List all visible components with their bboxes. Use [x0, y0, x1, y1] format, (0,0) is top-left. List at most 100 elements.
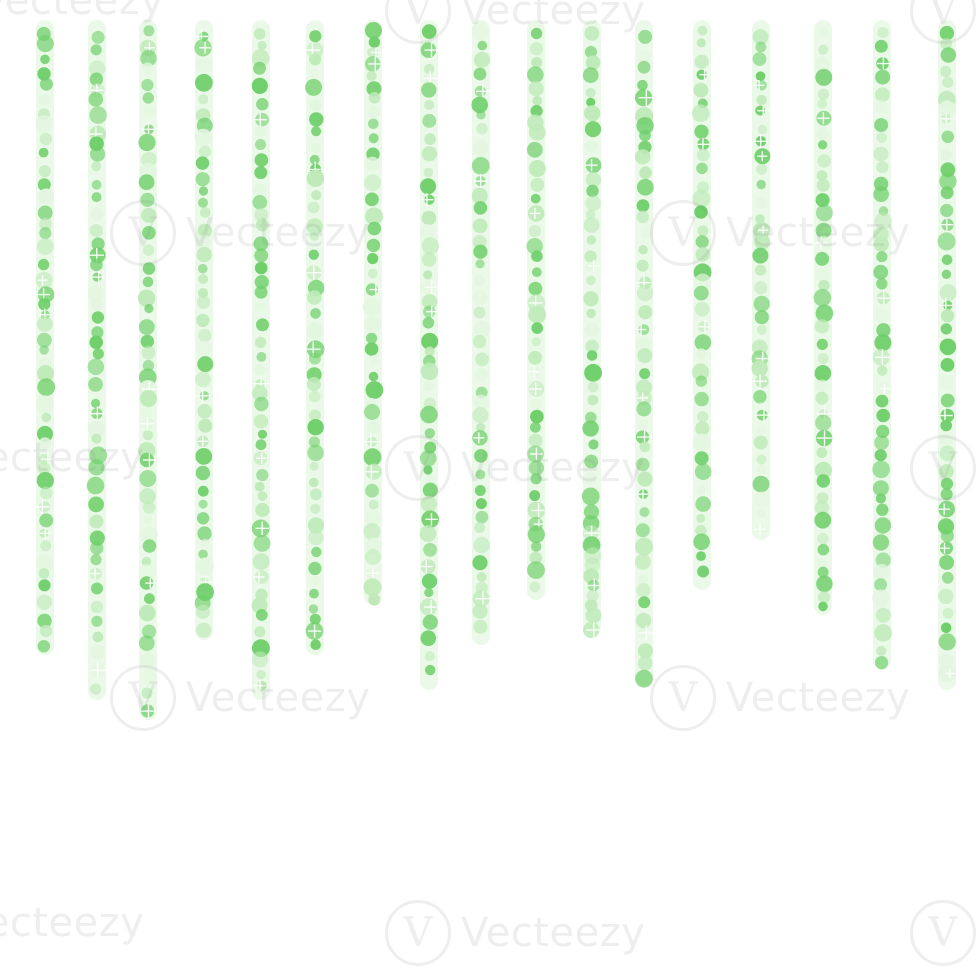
glitter-bead	[751, 360, 768, 377]
glitter-bead	[475, 352, 489, 367]
glitter-bead	[817, 566, 829, 578]
glitter-bead	[307, 201, 320, 214]
sparkle-icon	[39, 527, 52, 540]
sparkle-icon	[817, 112, 830, 125]
glitter-bead	[473, 244, 488, 259]
glitter-bead	[527, 66, 544, 83]
sparkle-icon	[877, 291, 891, 305]
sparkle-icon	[370, 47, 381, 58]
glitter-bead	[583, 217, 600, 234]
glitter-strand	[304, 20, 325, 655]
glitter-bead	[254, 396, 269, 412]
glitter-bead	[636, 178, 654, 196]
glitter-bead	[256, 98, 269, 111]
glitter-bead	[586, 350, 598, 361]
glitter-bead	[253, 414, 269, 429]
glitter-bead	[635, 149, 651, 165]
glitter-bead	[529, 123, 546, 141]
glitter-bead	[585, 411, 597, 424]
glitter-bead	[694, 301, 710, 317]
glitter-bead	[257, 491, 268, 501]
glitter-bead	[695, 247, 711, 262]
glitter-bead	[816, 338, 828, 350]
glitter-bead	[472, 603, 488, 619]
glitter-bead	[423, 465, 433, 475]
glitter-bead	[198, 197, 208, 208]
glitter-bead	[586, 97, 596, 107]
glitter-bead	[37, 67, 51, 81]
glitter-bead	[252, 385, 268, 402]
glitter-bead	[940, 622, 952, 634]
glitter-bead	[87, 358, 105, 376]
glitter-bead	[635, 612, 652, 629]
glitter-bead	[814, 461, 832, 479]
glitter-bead	[424, 99, 435, 110]
glitter-bead	[640, 227, 651, 239]
glitter-bead	[939, 172, 957, 190]
sparkle-icon	[253, 571, 265, 583]
glitter-bead	[815, 127, 829, 141]
glitter-bead	[876, 645, 887, 656]
glitter-bead	[90, 600, 104, 614]
glitter-bead	[528, 225, 542, 238]
sparkle-icon	[419, 560, 433, 574]
glitter-bead	[635, 457, 650, 472]
glitter-bead	[311, 546, 322, 558]
glitter-bead	[754, 234, 771, 250]
glitter-bead	[310, 308, 321, 319]
glitter-bead	[531, 337, 541, 347]
glitter-bead	[141, 207, 157, 223]
glitter-bead	[308, 604, 319, 614]
sparkle-icon	[369, 283, 383, 296]
glitter-bead	[363, 578, 382, 597]
glitter-bead	[583, 504, 600, 520]
glitter-bead	[37, 462, 51, 475]
glitter-bead	[694, 54, 709, 69]
glitter-bead	[526, 238, 543, 255]
glitter-bead	[756, 94, 767, 106]
sparkle-icon	[756, 407, 772, 423]
glitter-bead	[941, 130, 955, 144]
glitter-strand	[813, 20, 834, 615]
glitter-bead	[141, 407, 153, 419]
glitter-bead	[874, 39, 888, 53]
glitter-bead	[475, 469, 486, 480]
glitter-bead	[473, 306, 486, 319]
glitter-bead	[37, 258, 50, 271]
glitter-bead	[755, 214, 765, 224]
glitter-bead	[36, 472, 54, 490]
sparkle-icon	[142, 453, 156, 467]
glitter-bead	[876, 323, 891, 338]
glitter-bead	[421, 82, 437, 98]
glitter-bead	[817, 98, 828, 109]
glitter-bead	[365, 22, 382, 39]
glitter-bead	[254, 275, 269, 290]
glitter-bead	[817, 532, 829, 545]
glitter-bead	[875, 607, 891, 623]
glitter-bead	[91, 398, 101, 408]
glitter-bead	[142, 276, 154, 288]
glitter-bead	[471, 96, 489, 114]
glitter-bead	[137, 289, 156, 307]
glitter-bead	[364, 342, 379, 356]
glitter-bead	[638, 305, 653, 320]
glitter-bead	[91, 192, 102, 203]
glitter-bead	[255, 139, 266, 150]
glitter-bead	[528, 460, 545, 476]
sparkle-icon	[529, 447, 543, 461]
glitter-bead	[471, 187, 488, 204]
glitter-bead	[256, 352, 267, 362]
glitter-bead	[473, 201, 488, 215]
glitter-bead	[309, 409, 321, 422]
glitter-bead	[530, 27, 543, 40]
glitter-bead	[876, 408, 890, 423]
glitter-bead	[755, 71, 766, 81]
glitter-bead	[90, 258, 103, 272]
sparkle-icon	[879, 383, 890, 394]
glitter-bead	[369, 355, 379, 365]
glitter-bead	[87, 285, 104, 301]
glitter-strand	[471, 20, 491, 645]
glitter-bead	[200, 538, 210, 549]
glitter-bead	[940, 323, 952, 335]
glitter-bead	[255, 609, 268, 621]
